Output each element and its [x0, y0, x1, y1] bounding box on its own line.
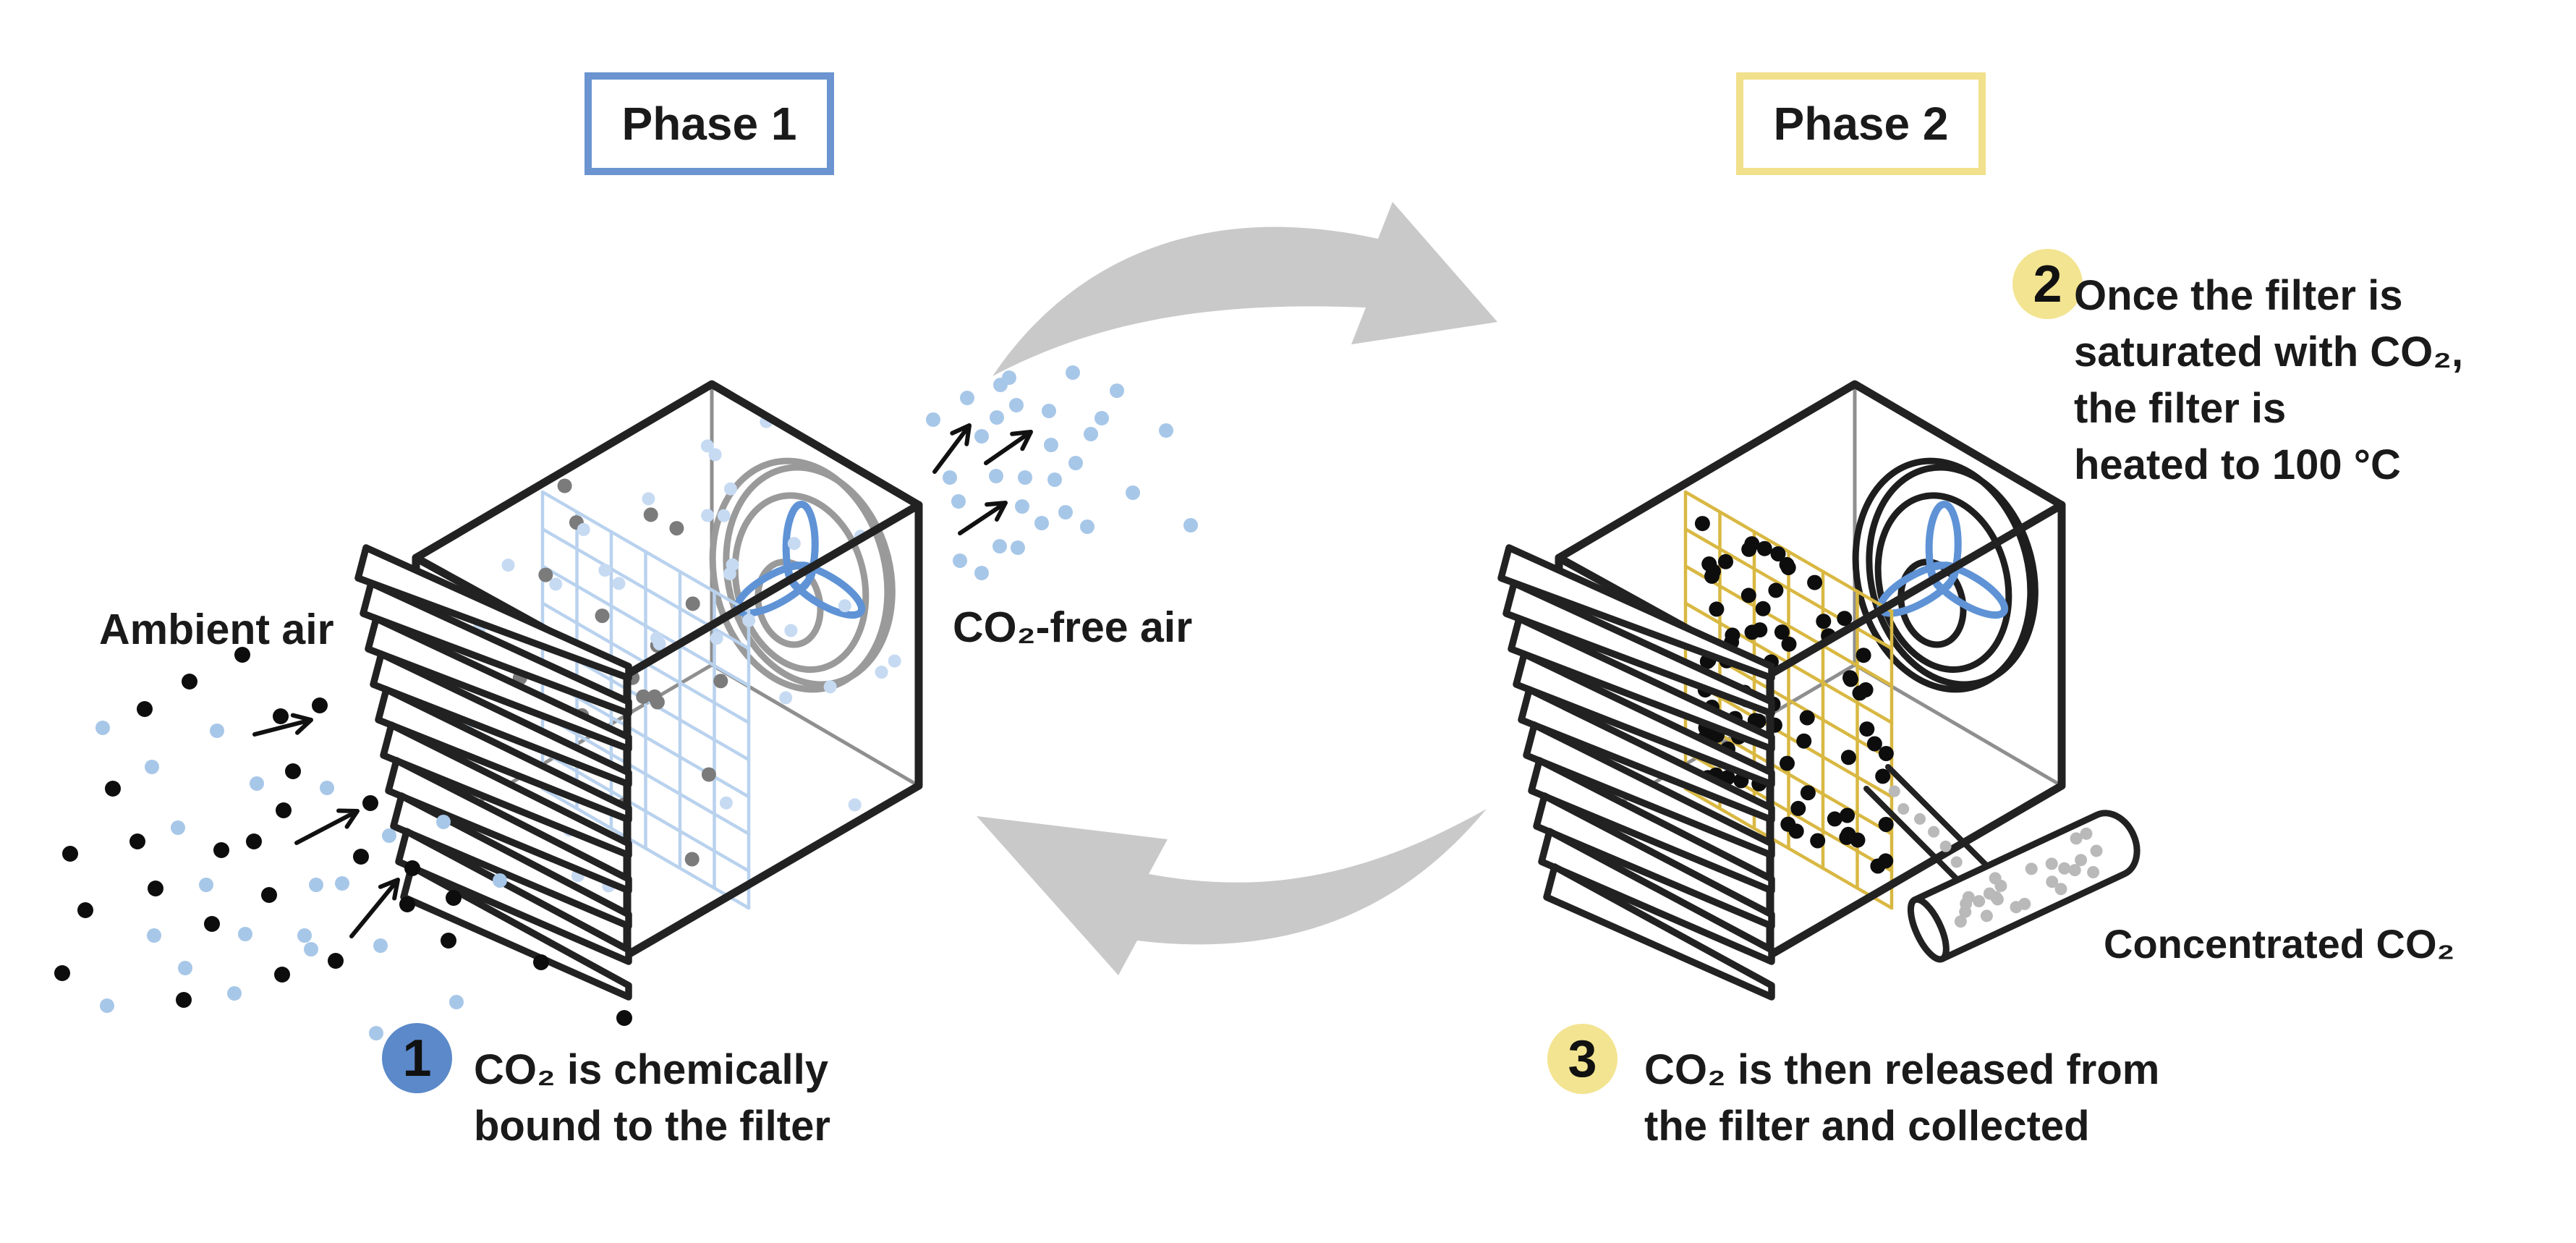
- ambient-air-label: Ambient air: [99, 606, 334, 653]
- step1-text: CO₂ is chemically bound to the filter: [474, 1046, 830, 1150]
- phase1-title-box: Phase 1: [585, 72, 834, 175]
- phase2-label: Phase 2: [1773, 98, 1949, 150]
- step2-badge: 2: [2012, 249, 2083, 319]
- phase2-collector: [1497, 380, 2141, 1001]
- step3-text: CO₂ is then released from the filter and…: [1644, 1046, 2160, 1150]
- step3-badge: 3: [1547, 1024, 1618, 1094]
- co2-cylinder: [1907, 810, 2141, 963]
- co2-free-air-label: CO₂-free air: [953, 603, 1193, 651]
- phase1-label: Phase 1: [621, 98, 797, 150]
- step2-number: 2: [2033, 255, 2062, 313]
- step1-number: 1: [402, 1029, 432, 1087]
- step2-text: Once the filter is saturated with CO₂, t…: [2074, 272, 2464, 488]
- step1-badge: 1: [382, 1023, 452, 1093]
- phase1-collector: [354, 380, 923, 1001]
- co2-free-air-particles: [926, 365, 1198, 580]
- co2-pipe: [1863, 764, 1992, 893]
- concentrated-co2-label: Concentrated CO₂: [2104, 921, 2455, 967]
- ambient-air-particles: [54, 647, 632, 1040]
- cycle-arrow-bottom: [977, 809, 1487, 975]
- step3-number: 3: [1568, 1030, 1597, 1088]
- phase2-title-box: Phase 2: [1736, 72, 1986, 175]
- cycle-arrow-top: [992, 202, 1497, 376]
